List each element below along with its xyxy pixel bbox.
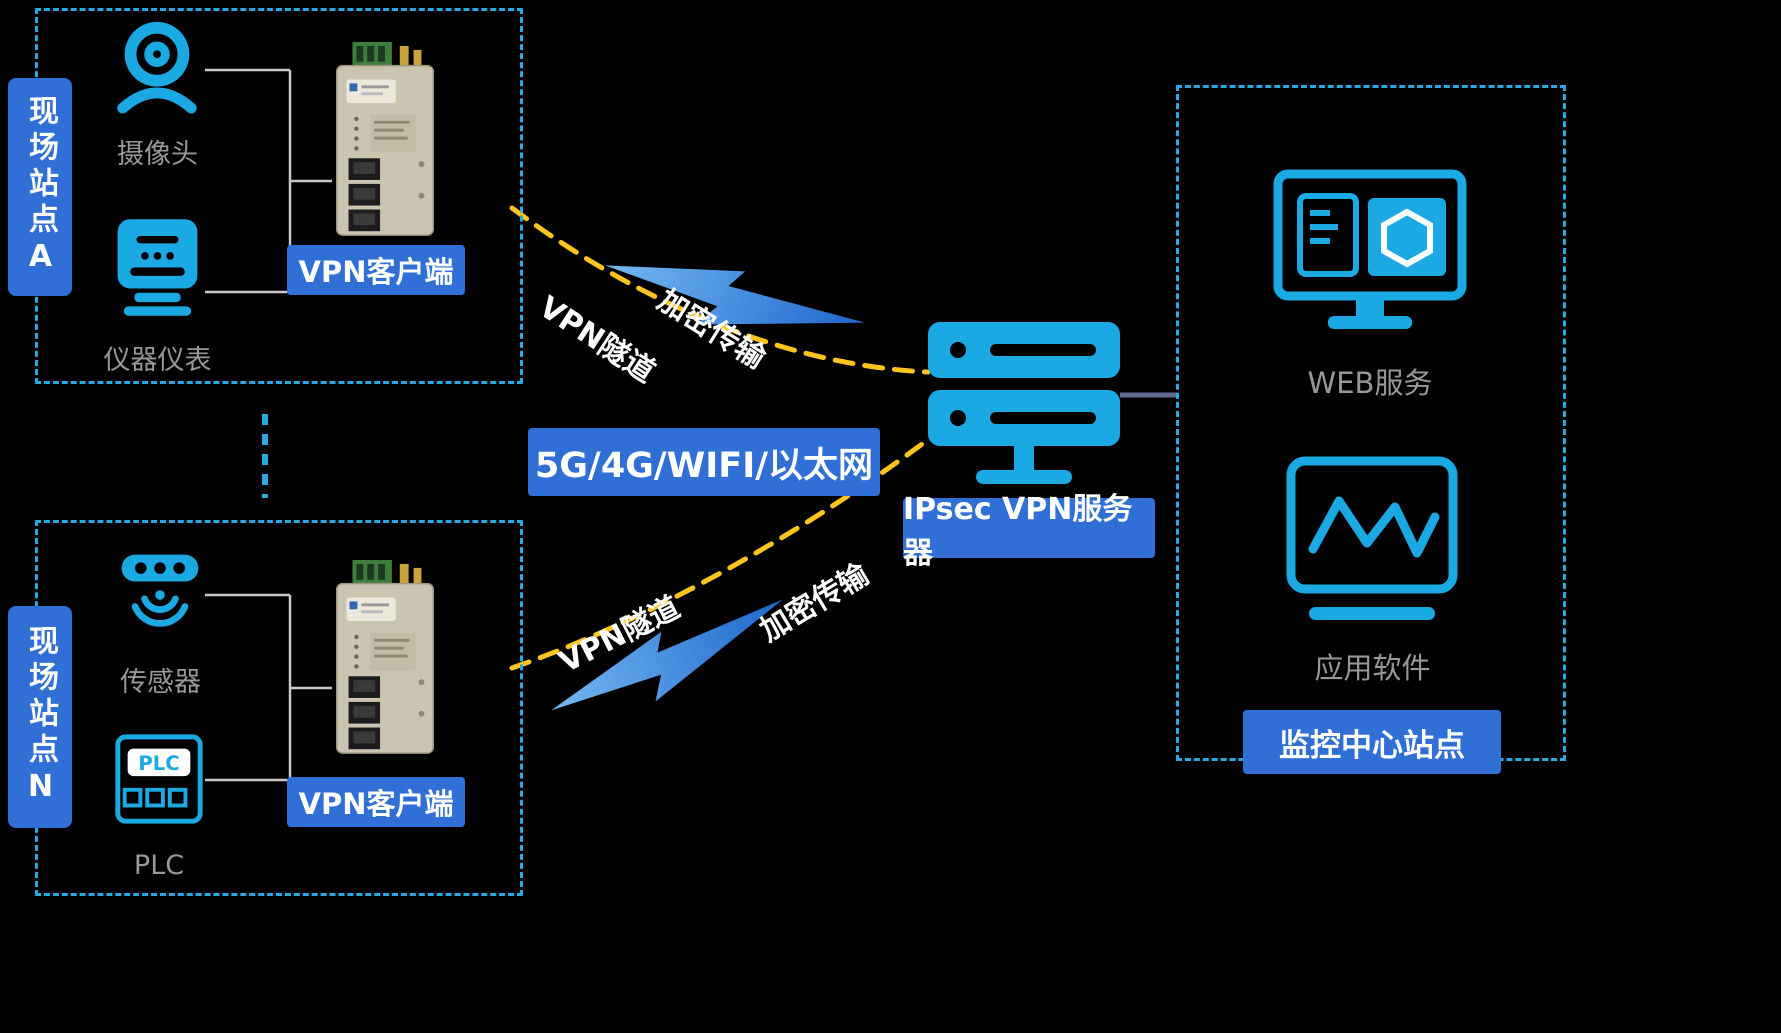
network-type-pill: 5G/4G/WIFI/以太网 [528, 428, 880, 496]
camera-label: 摄像头 [117, 139, 198, 170]
vpn-client-pill-a: VPN客户端 [287, 245, 465, 295]
site-n-title: 现场站点N [23, 624, 58, 810]
lightning-bolt-bottom [551, 599, 784, 711]
plc-icon: PLC [115, 734, 203, 824]
lightning-bolt-top [604, 265, 866, 325]
vpn-client-label-n: VPN客户端 [298, 787, 454, 821]
site-a-title-pill: 现场站点A [8, 78, 72, 296]
vpn-client-pill-n: VPN客户端 [287, 777, 465, 827]
vpn-router-photo-n [335, 560, 435, 754]
application-software-icon [1286, 456, 1458, 620]
vpn-router-photo-a [335, 42, 435, 236]
site-a-device-links [205, 68, 332, 294]
vpn-server-label: IPsec VPN服务器 [903, 492, 1133, 571]
instrument-label: 仪器仪表 [103, 345, 212, 376]
sensor-label: 传感器 [120, 667, 201, 698]
site-n-title-pill: 现场站点N [8, 606, 72, 828]
plc-icon-text: PLC [138, 752, 179, 775]
monitor-center-title-pill: 监控中心站点 [1243, 710, 1501, 774]
web-service-icon [1273, 169, 1467, 329]
monitor-center-title: 监控中心站点 [1279, 727, 1465, 764]
site-n-device-links [205, 593, 332, 782]
vpn-tunnel-curve-bottom [509, 429, 941, 671]
camera-icon [117, 21, 197, 114]
vpn-tunnel-curve-top [509, 205, 931, 375]
sensor-icon [121, 554, 199, 627]
network-type-label: 5G/4G/WIFI/以太网 [534, 445, 874, 486]
application-software-label: 应用软件 [1314, 651, 1431, 685]
site-n-box [35, 520, 523, 896]
web-service-label: WEB服务 [1307, 366, 1433, 400]
instrument-icon [117, 219, 198, 316]
plc-label: PLC [133, 850, 185, 881]
vpn-server-pill: IPsec VPN服务器 [903, 492, 1155, 571]
site-a-title: 现场站点A [23, 94, 58, 280]
vpn-client-label-a: VPN客户端 [298, 255, 454, 289]
vpn-server-icon [928, 322, 1120, 484]
